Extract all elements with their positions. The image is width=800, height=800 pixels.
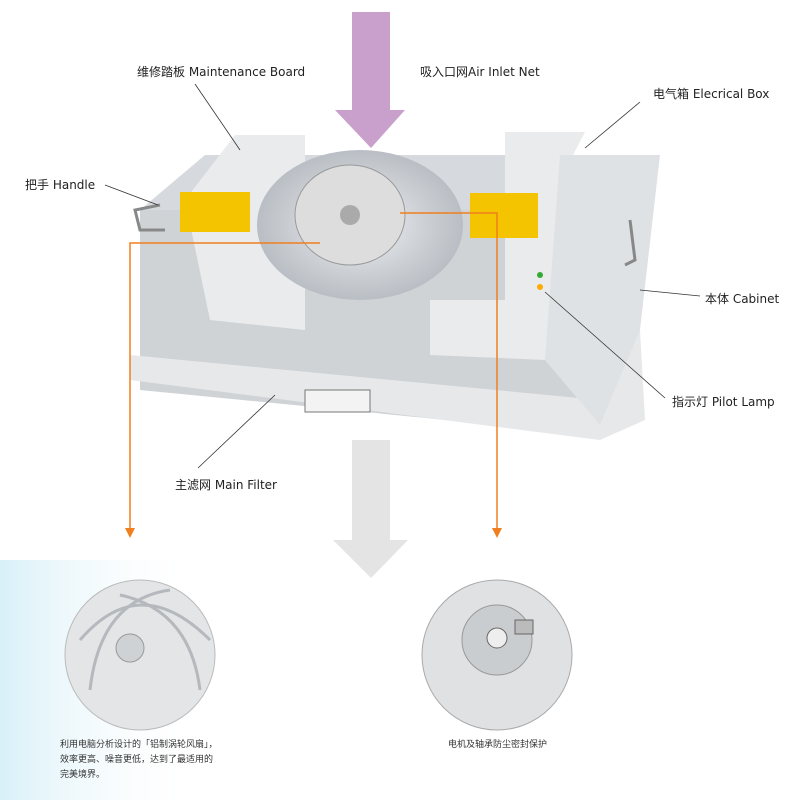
motor-photo	[421, 579, 573, 731]
label-handle: 把手 Handle	[25, 178, 96, 192]
label-electrical-box: 电气箱 Elecrical Box	[653, 87, 770, 101]
label-main-filter: 主滤网 Main Filter	[175, 478, 277, 492]
inlet-arrow	[335, 12, 405, 148]
fan-caption: 利用电脑分析设计的「铝制涡轮风扇」， 效率更高、噪音更低，达到了最适用的 完美境…	[60, 738, 218, 783]
label-pilot-lamp: 指示灯 Pilot Lamp	[672, 395, 775, 409]
label-cabinet: 本体 Cabinet	[705, 292, 780, 306]
fan-caption-line: 利用电脑分析设计的「铝制涡轮风扇」，	[60, 740, 218, 750]
callout-arrowhead	[125, 528, 135, 538]
outlet-arrow	[333, 440, 408, 578]
motor-caption: 电机及轴承防尘密封保护	[448, 740, 548, 750]
callout-lines	[129, 212, 498, 530]
label-maintenance-board: 维修踏板 Maintenance Board	[137, 65, 306, 79]
fan-impeller-photo	[64, 579, 216, 731]
fan-caption-line: 完美境界。	[60, 770, 106, 780]
ffu-unit	[130, 132, 660, 440]
leader-lines	[104, 83, 701, 469]
callout-arrowhead	[492, 528, 502, 538]
fan-caption-line: 效率更高、噪音更低，达到了最适用的	[60, 755, 214, 765]
label-air-inlet-net: 吸入口网Air Inlet Net	[420, 65, 540, 79]
